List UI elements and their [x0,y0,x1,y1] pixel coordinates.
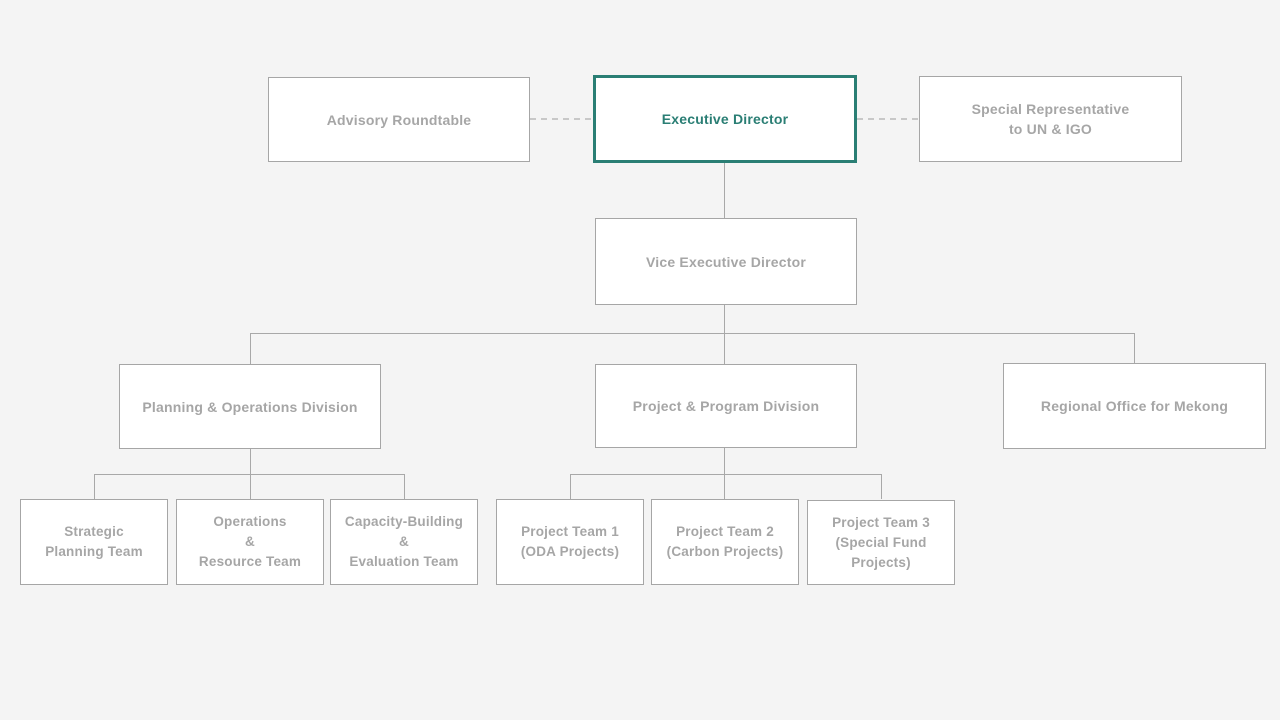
node-strategic-planning-team: Strategic Planning Team [20,499,168,585]
connector-executive-special [857,118,919,120]
connector-planning-division-bus [250,449,251,474]
connector-bus-project-teams [570,474,882,475]
connector-executive-vice [724,163,725,218]
connector-bus-divisions [250,333,1135,334]
connector-drop-project-team-1 [570,474,571,499]
connector-advisory-executive [530,118,593,120]
connector-vice-project-division [724,305,725,364]
node-project-team-3: Project Team 3 (Special Fund Projects) [807,500,955,585]
connector-drop-planning-division [250,333,251,364]
node-project-team-2: Project Team 2 (Carbon Projects) [651,499,799,585]
node-advisory-roundtable: Advisory Roundtable [268,77,530,162]
connector-bus-planning-teams [94,474,405,475]
node-capacity-building-evaluation-team: Capacity-Building & Evaluation Team [330,499,478,585]
node-executive-director: Executive Director [593,75,857,163]
node-planning-operations-division: Planning & Operations Division [119,364,381,449]
connector-project-division-bus [724,448,725,474]
connector-drop-capacity-team [404,474,405,499]
connector-drop-project-team-2 [724,474,725,499]
node-regional-office-mekong: Regional Office for Mekong [1003,363,1266,449]
connector-drop-regional-office [1134,333,1135,363]
node-project-program-division: Project & Program Division [595,364,857,448]
connector-drop-project-team-3 [881,474,882,499]
node-vice-executive-director: Vice Executive Director [595,218,857,305]
node-special-representative: Special Representative to UN & IGO [919,76,1182,162]
node-operations-resource-team: Operations & Resource Team [176,499,324,585]
connector-drop-operations-team [250,474,251,499]
node-project-team-1: Project Team 1 (ODA Projects) [496,499,644,585]
connector-drop-strategic-team [94,474,95,499]
